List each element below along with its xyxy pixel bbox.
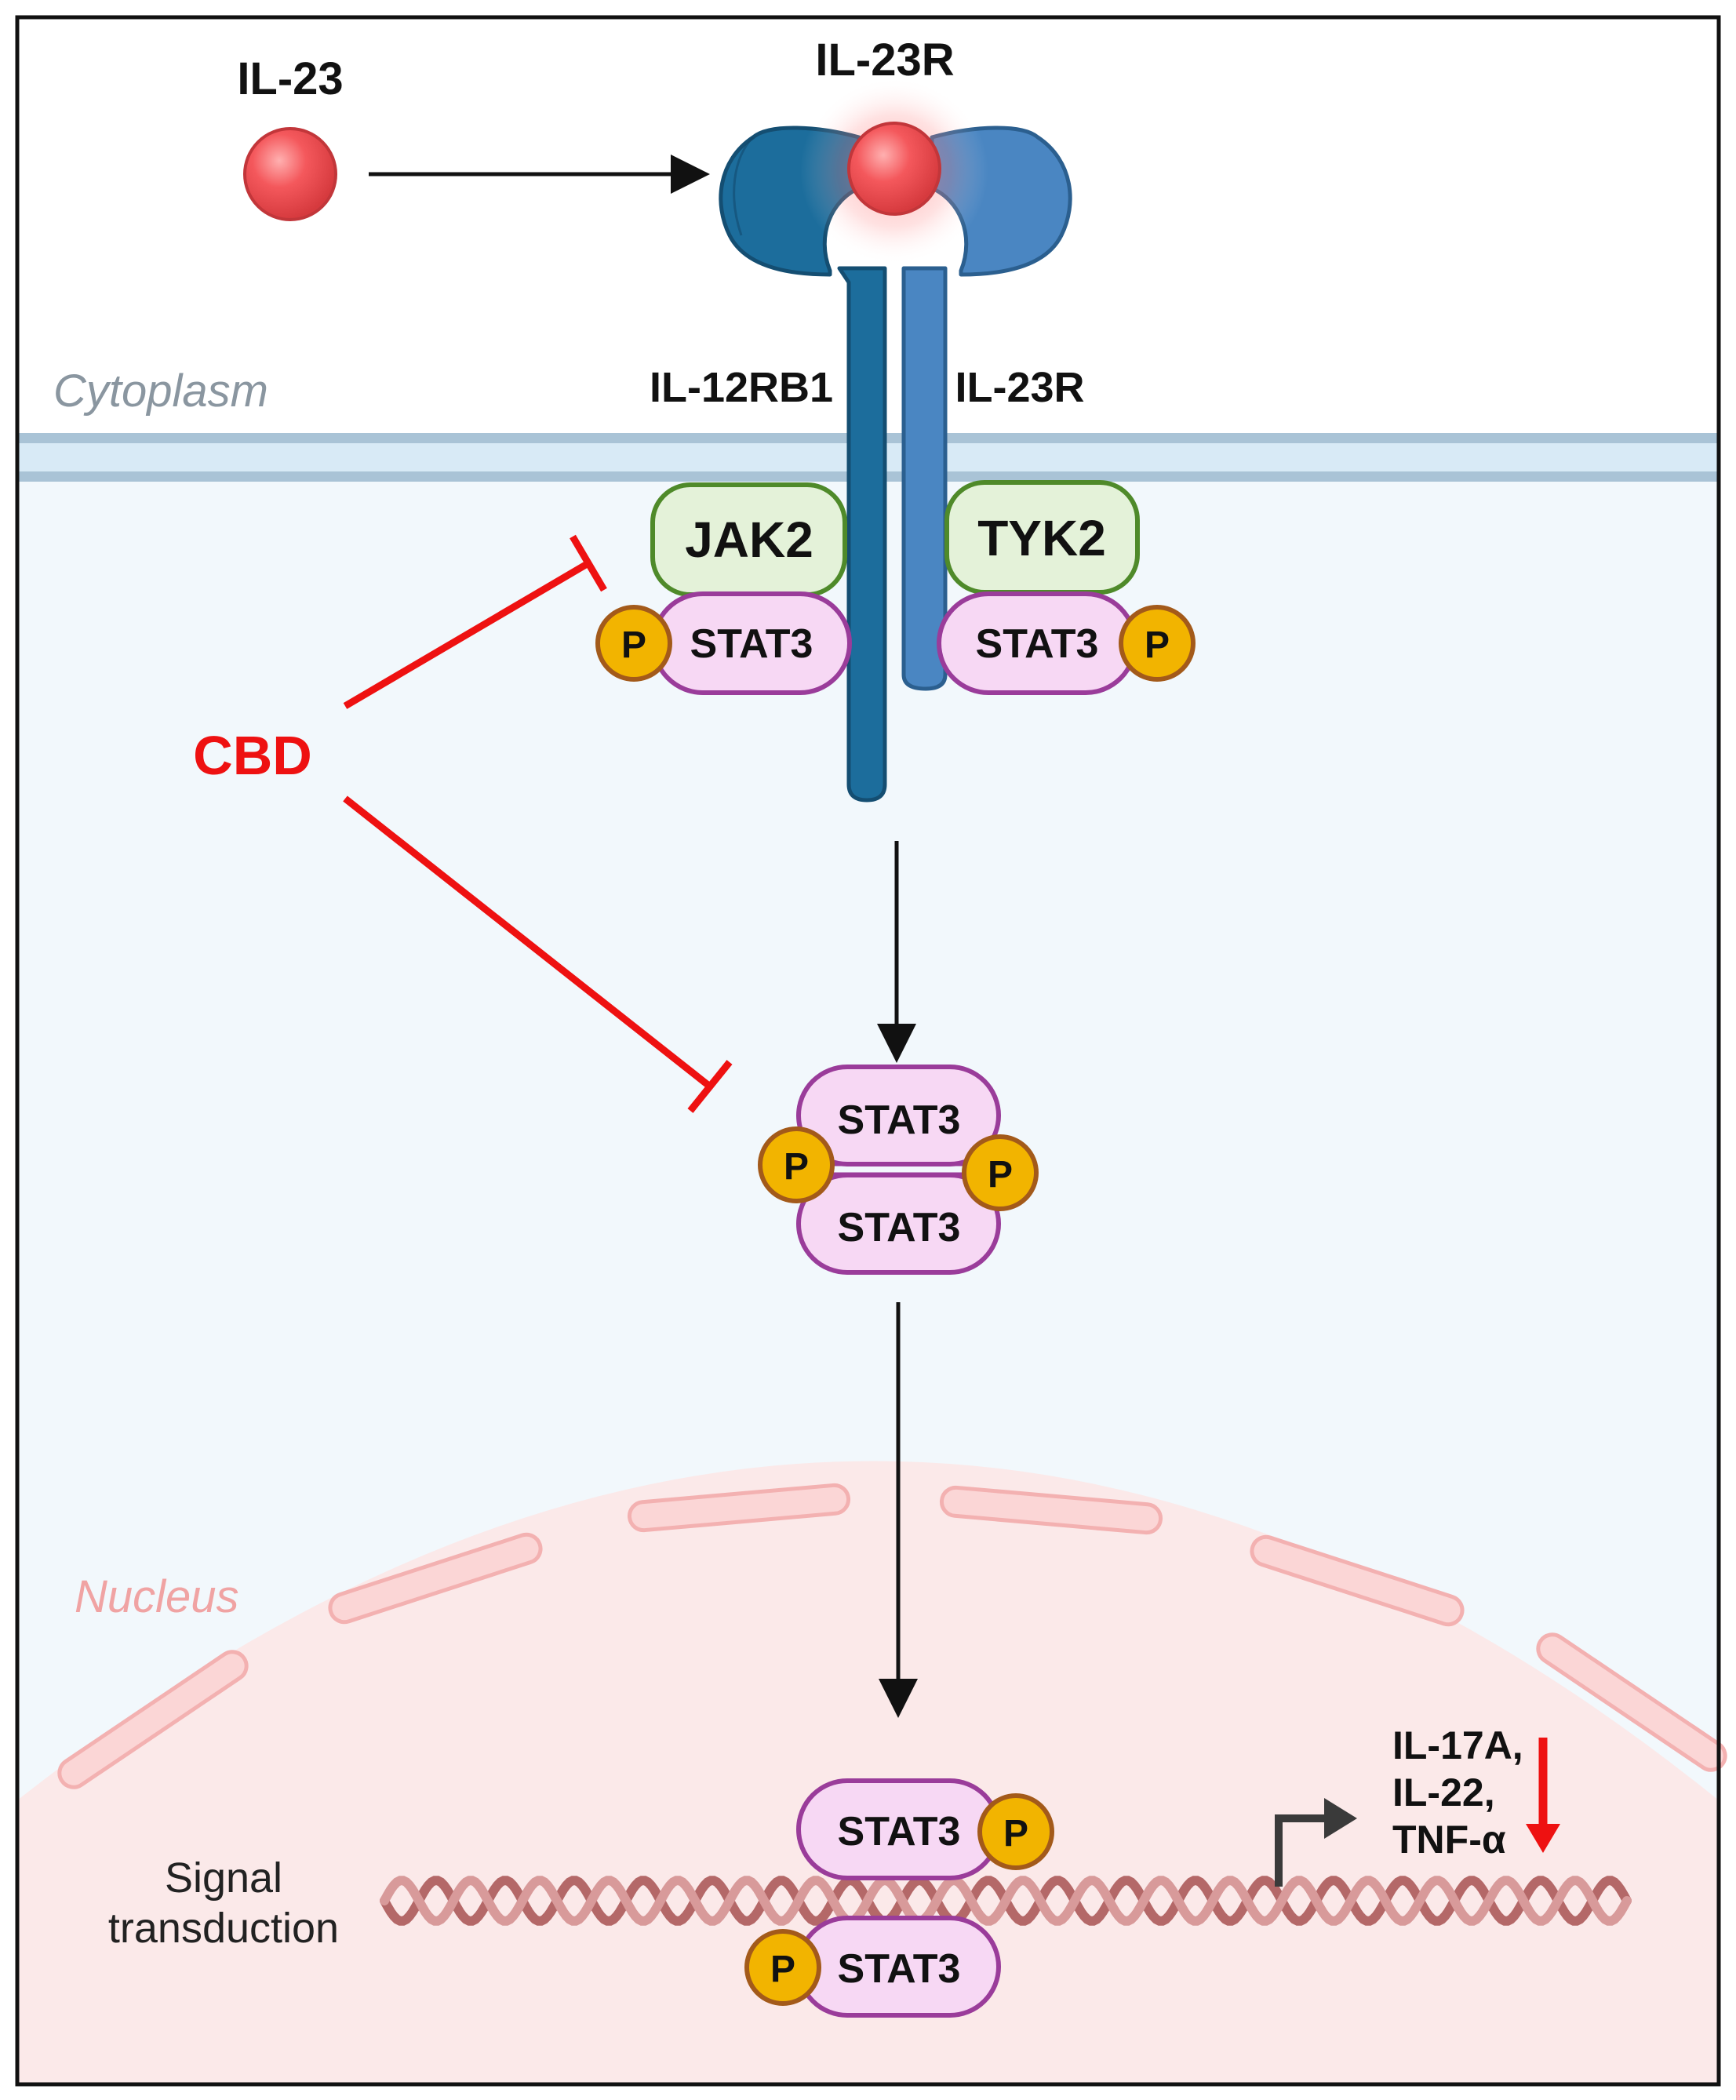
gene-label-tnfa: TNF-α (1392, 1818, 1506, 1862)
il23r-top-label: IL-23R (815, 35, 954, 86)
nuclear-phospho-top (977, 1793, 1054, 1870)
gene-label-il22: IL-22, (1392, 1771, 1495, 1814)
nuclear-stat3-bottom-label: STAT3 (838, 1946, 961, 1992)
tyk2-label: TYK2 (977, 510, 1106, 566)
il23-label: IL-23 (237, 53, 343, 104)
dimer-phospho-right (962, 1134, 1039, 1211)
stat3-dimer (796, 1065, 1001, 1275)
dimer-top-label: STAT3 (838, 1097, 961, 1143)
dimer-phospho-left (758, 1126, 835, 1203)
dna-helix (380, 1876, 1632, 1926)
dimer-phospho-left-label: P (784, 1146, 809, 1188)
cytoplasm-label: Cytoplasm (53, 366, 268, 417)
signal-label-line2: transduction (108, 1905, 339, 1952)
cbd-inhibition-dimer (343, 795, 733, 1113)
nuclear-stat3-top-label: STAT3 (838, 1809, 961, 1854)
phospho-left-label: P (621, 624, 646, 666)
phospho-right (1119, 605, 1196, 682)
cbd-label: CBD (193, 725, 312, 786)
transcription-start-arrow (1275, 1798, 1357, 1887)
phospho-left (595, 605, 672, 682)
il23-ligand (243, 127, 337, 221)
nucleus-label: Nucleus (75, 1571, 239, 1622)
nuclear-phospho-top-label: P (1003, 1813, 1028, 1854)
cbd-inhibition-jak2 (343, 534, 607, 709)
nuclear-phospho-bottom-label: P (770, 1949, 795, 1990)
nuclear-phospho-bottom (744, 1929, 821, 2006)
nuclear-envelope (57, 1483, 1727, 1789)
figure-frame (15, 15, 1721, 2087)
signal-label-line1: Signal (165, 1854, 282, 1902)
il12rb1-label: IL-12RB1 (650, 364, 833, 411)
stat3-left-label: STAT3 (690, 621, 813, 667)
nucleus-region (17, 1461, 1719, 2084)
jak2-label: JAK2 (685, 511, 813, 568)
il23r-side-label: IL-23R (955, 364, 1084, 411)
bound-il23-ligand (847, 122, 941, 216)
gene-label-il17a: IL-17A, (1392, 1723, 1523, 1767)
dimer-bottom-label: STAT3 (838, 1205, 961, 1250)
stat3-right-label: STAT3 (976, 621, 1099, 667)
downregulation-arrow (1526, 1738, 1560, 1853)
phospho-right-label: P (1145, 624, 1170, 666)
dimer-phospho-right-label: P (988, 1154, 1013, 1196)
